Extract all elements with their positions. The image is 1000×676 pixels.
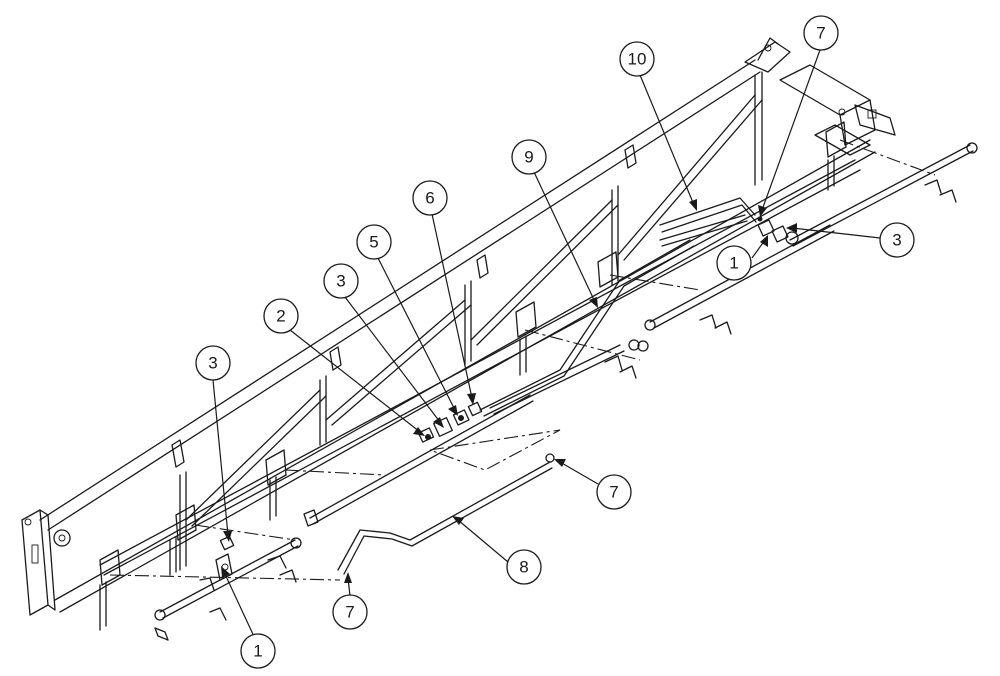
callout-10-label: 10 (628, 50, 647, 69)
boom-truss-frame (39, 37, 876, 631)
callout-7-top-label: 7 (816, 24, 825, 43)
callout-1-left: 1 (221, 566, 276, 669)
manifold-fittings (215, 197, 799, 581)
callout-10: 10 (619, 41, 697, 211)
callouts: 1 1 2 3 3 (195, 15, 915, 669)
left-end-plate (21, 509, 71, 616)
callout-2-label: 2 (276, 307, 285, 326)
callout-7-bottom-label: 7 (345, 603, 354, 622)
callout-1-right: 1 (716, 235, 768, 281)
callout-2: 2 (263, 298, 425, 436)
callout-7-middle: 7 (554, 459, 632, 510)
callout-6-label: 6 (425, 189, 434, 208)
hidden-center-lines (109, 139, 936, 581)
callout-5: 5 (356, 224, 458, 416)
callout-3-left: 3 (195, 345, 232, 542)
callout-8-label: 8 (519, 558, 528, 577)
callout-7-bottom: 7 (332, 572, 368, 630)
callout-1-left-label: 1 (253, 642, 262, 661)
callout-9: 9 (511, 139, 598, 308)
callout-9-label: 9 (524, 148, 533, 167)
callout-3-right-label: 3 (892, 231, 901, 250)
callout-4-label: 3 (336, 272, 345, 291)
callout-3-right: 3 (786, 222, 915, 258)
callout-8: 8 (452, 516, 542, 585)
callout-7-top: 7 (758, 15, 839, 217)
callout-7-middle-label: 7 (609, 483, 618, 502)
right-hinge-bracket (779, 64, 896, 156)
callout-1-right-label: 1 (729, 254, 738, 273)
callout-5-label: 5 (369, 233, 378, 252)
callout-6: 6 (412, 180, 476, 405)
callout-4: 3 (323, 263, 444, 428)
spray-tubes (154, 142, 978, 641)
callout-3-left-label: 3 (208, 354, 217, 373)
